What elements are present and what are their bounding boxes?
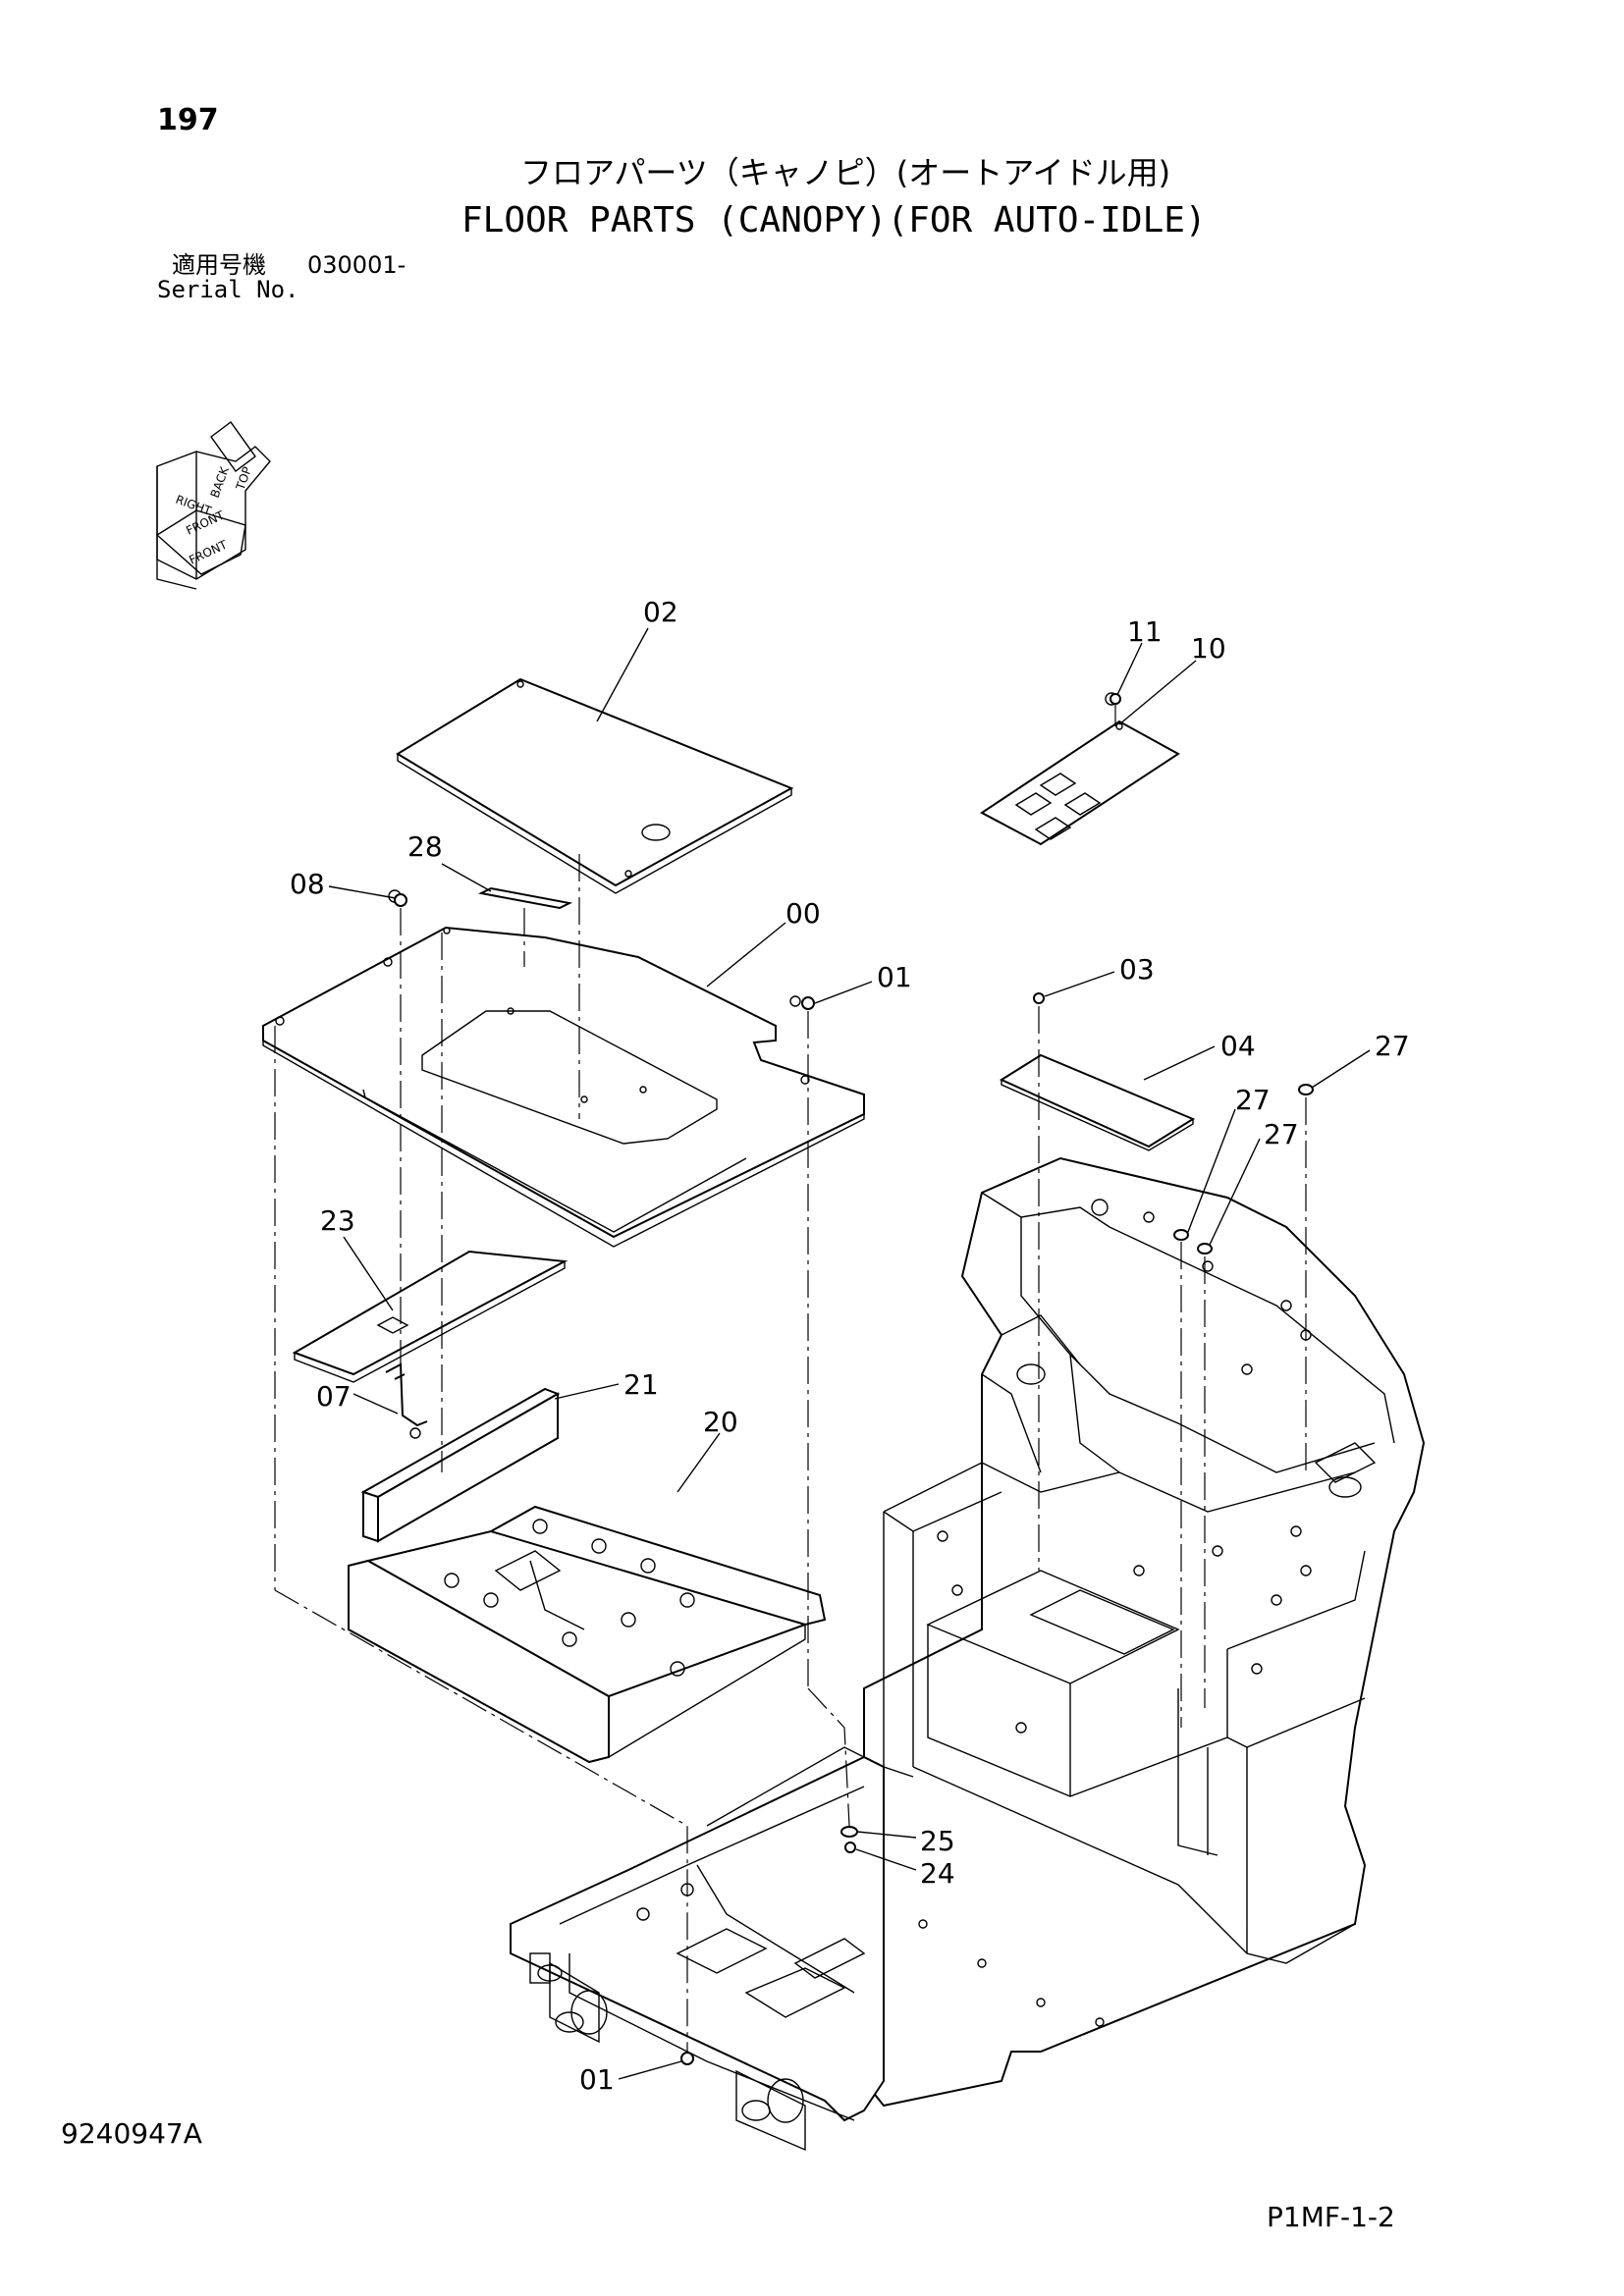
bolt-01-bottom-icon (680, 2052, 694, 2065)
bolt-08-icon (394, 893, 407, 907)
screw-03-icon (1033, 992, 1045, 1004)
callout-10: 10 (1191, 632, 1226, 665)
part-20-floor-channel (348, 1505, 827, 1764)
part-04-cover-lid (999, 1053, 1196, 1151)
serial-label-japanese: 適用号機 (172, 251, 266, 279)
callout-20: 20 (703, 1406, 738, 1438)
part-21-strip-panel (360, 1387, 561, 1543)
part-07-small-bracket (385, 1362, 428, 1439)
callout-02: 02 (643, 596, 678, 628)
callout-07: 07 (316, 1380, 352, 1413)
callout-00: 00 (785, 897, 821, 930)
fasteners (394, 693, 1314, 2065)
title-english: FLOOR PARTS (CANOPY)(FOR AUTO-IDLE) (461, 200, 1207, 240)
bolt-01-top-icon (801, 996, 815, 1010)
plug-27b-icon (1173, 1229, 1189, 1241)
part-28-seal-strip (477, 886, 573, 910)
callout-27-a: 27 (1375, 1030, 1410, 1062)
bottom-base-frame (510, 1746, 1105, 2152)
part-10-control-plate (980, 692, 1180, 846)
callout-23: 23 (320, 1204, 355, 1237)
callout-01-bottom: 01 (579, 2063, 615, 2096)
callout-27-b: 27 (1235, 1084, 1271, 1116)
callout-21: 21 (623, 1368, 659, 1401)
callout-28: 28 (407, 830, 443, 863)
callout-04: 04 (1220, 1030, 1256, 1062)
page-number: 197 (157, 103, 219, 137)
callout-08: 08 (290, 868, 325, 900)
callout-01-top: 01 (877, 961, 912, 993)
callout-25: 25 (920, 1825, 955, 1857)
serial-label-english: Serial No. (157, 276, 299, 303)
screw-11-icon (1110, 693, 1121, 705)
cab-base-frame (863, 1156, 1426, 2108)
part-00-floor-plate (262, 889, 865, 1248)
bolt-24-icon (844, 1842, 856, 1853)
orientation-label-top: TOP (233, 465, 254, 493)
part-23-bracket-plate (292, 1250, 568, 1383)
title-japanese: フロアパーツ（キャノピ）(オートアイドル用) (520, 154, 1171, 191)
callout-03: 03 (1119, 953, 1155, 986)
plug-27c-icon (1197, 1243, 1213, 1255)
document-code: 9240947A (61, 2117, 202, 2150)
page-code: P1MF-1-2 (1267, 2201, 1395, 2233)
assembly-center-lines (274, 705, 1307, 2052)
callout-24: 24 (920, 1857, 955, 1890)
orientation-label-back: BACK (208, 464, 233, 500)
plug-27a-icon (1298, 1084, 1314, 1095)
callout-11: 11 (1127, 615, 1163, 648)
orientation-icon: TOP BACK RIGHT FRONT FRONT (155, 421, 271, 590)
part-02-cover-plate (396, 677, 794, 894)
callout-27-c: 27 (1264, 1118, 1299, 1150)
callouts: 02 11 10 28 08 00 01 03 04 27 27 27 23 0… (290, 596, 1410, 2096)
serial-range: 030001- (307, 251, 406, 279)
washer-25-icon (840, 1826, 858, 1838)
